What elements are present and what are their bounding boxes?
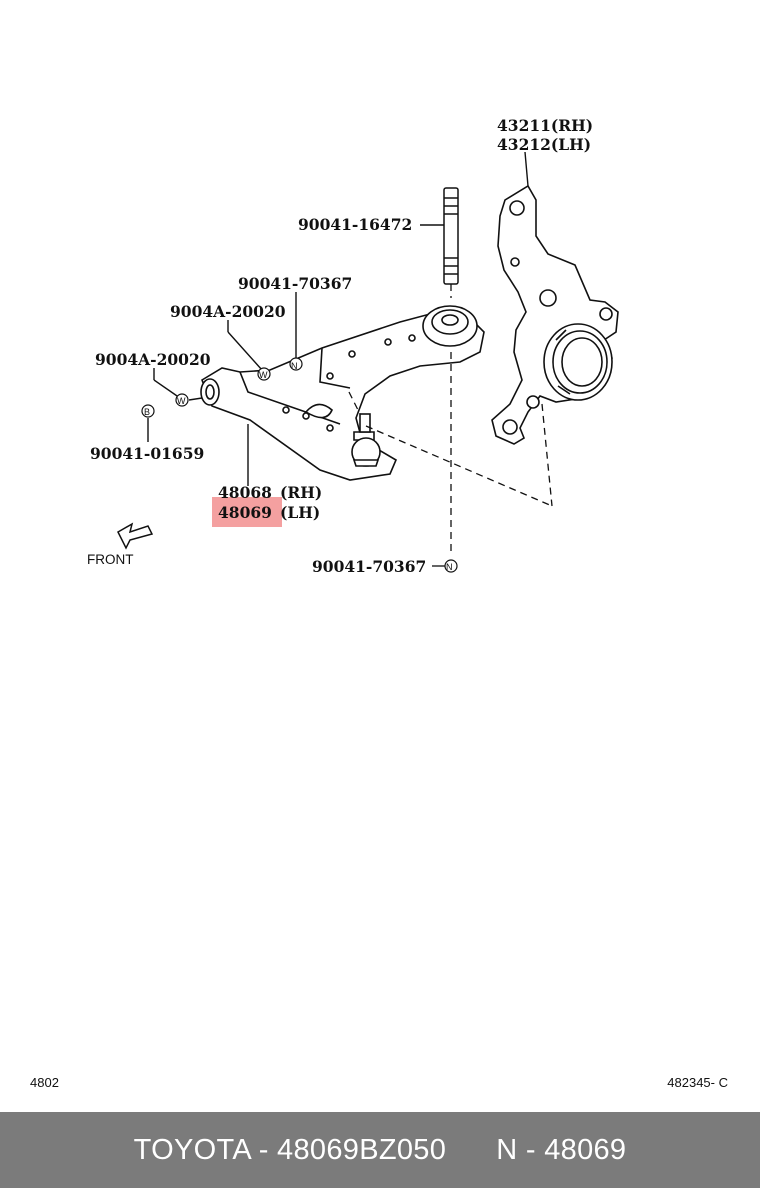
washer-symbol-lower-text: W	[177, 396, 186, 406]
label-nut-top: 90041-70367	[238, 274, 352, 293]
bar-spacer	[446, 1134, 496, 1167]
label-arm-lh-num: 48069	[218, 503, 272, 522]
reference-number: N - 48069	[496, 1133, 627, 1166]
highlight-48069	[212, 497, 282, 527]
label-arm-rh-side: (RH)	[280, 483, 322, 502]
brand-part-number: TOYOTA - 48069BZ050	[133, 1133, 447, 1166]
callout-symbols	[141, 357, 458, 573]
footer-left-code: 4802	[30, 1075, 59, 1090]
label-stud-bolt: 90041-16472	[298, 215, 412, 234]
stud-bolt	[443, 187, 459, 285]
nut-symbol-top	[289, 357, 303, 371]
bolt-symbol-text: B	[144, 407, 150, 417]
label-arm-rh-num: 48068	[218, 483, 272, 502]
dashed-lines	[348, 284, 553, 556]
washer-symbol-lower	[175, 393, 189, 407]
bottom-info-bar: TOYOTA - 48069BZ050 N - 48069	[0, 1112, 760, 1188]
footer-right-code: 482345- C	[667, 1075, 728, 1090]
washer-symbol-upper-text: W	[259, 370, 268, 380]
lower-arm	[200, 305, 485, 481]
bolt-symbol	[141, 404, 155, 418]
front-arrow-icon	[117, 522, 154, 550]
nut-symbol-bottom-text: N	[446, 562, 453, 572]
label-bolt: 90041-01659	[90, 444, 204, 463]
leader-lines	[147, 151, 529, 486]
label-knuckle-lh: 43212(LH)	[497, 135, 591, 154]
label-nut-bottom: 90041-70367	[312, 557, 426, 576]
label-washer-lower: 9004A-20020	[95, 350, 211, 369]
steering-knuckle	[491, 184, 619, 445]
nut-symbol-top-text: N	[291, 361, 298, 371]
washer-symbol-upper	[257, 367, 271, 381]
label-knuckle-rh: 43211(RH)	[497, 116, 593, 135]
label-arm-lh-side: (LH)	[280, 503, 320, 522]
label-washer-upper: 9004A-20020	[170, 302, 286, 321]
parts-diagram: N W W B N 43211(RH) 43212(LH) 90041-1647…	[87, 116, 619, 576]
label-front: FRONT	[87, 552, 134, 567]
